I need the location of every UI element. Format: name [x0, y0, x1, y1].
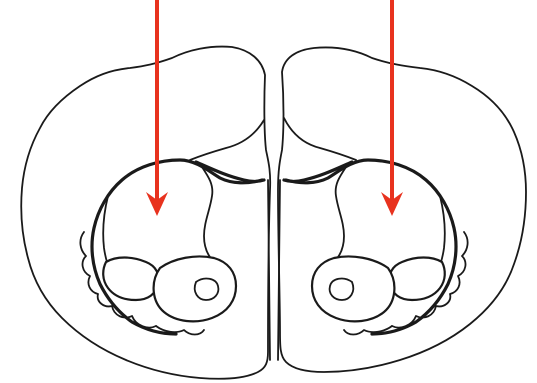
left-hemisphere	[21, 47, 270, 379]
right-hemisphere	[278, 47, 526, 372]
right-hemisphere-outline	[278, 47, 526, 372]
